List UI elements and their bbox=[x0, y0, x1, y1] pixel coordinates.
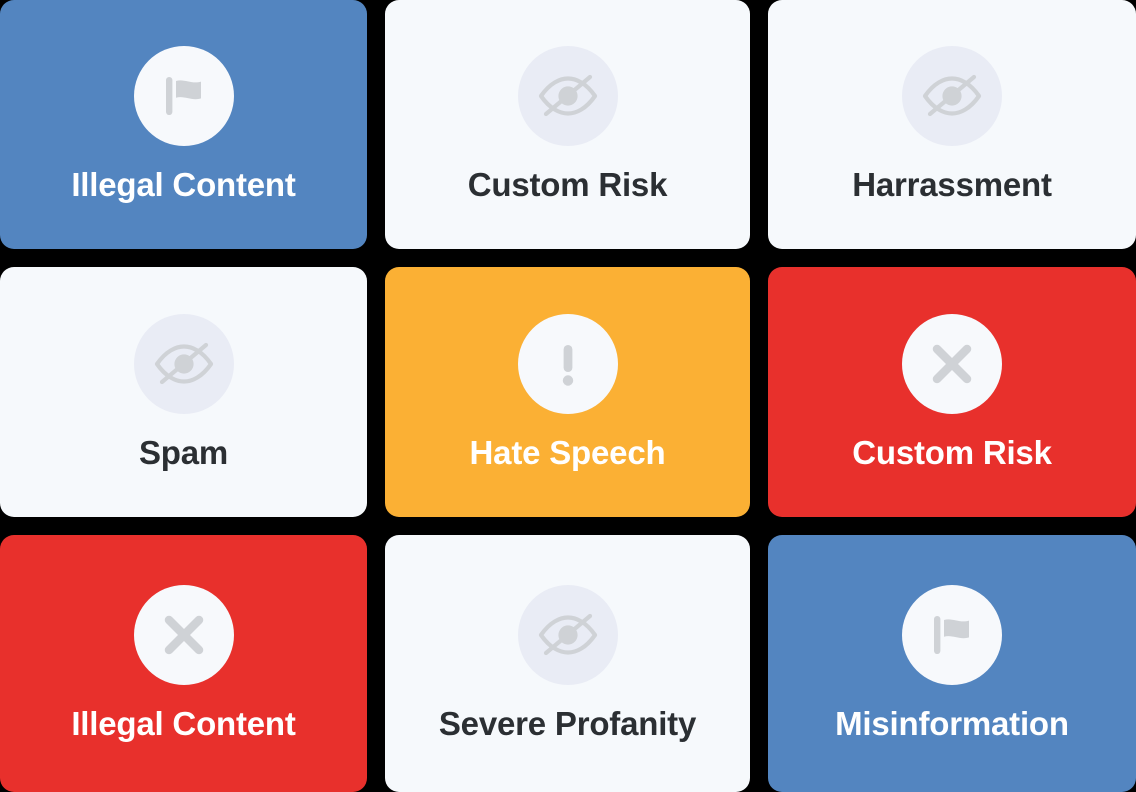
risk-card[interactable]: Hate Speech bbox=[385, 267, 750, 517]
risk-card-label: Spam bbox=[138, 433, 229, 471]
risk-card[interactable]: Spam bbox=[0, 267, 367, 517]
risk-card[interactable]: Custom Risk bbox=[768, 267, 1136, 517]
eye-off-icon bbox=[154, 342, 213, 384]
close-icon bbox=[164, 615, 203, 655]
risk-card-icon-circle bbox=[517, 46, 618, 147]
alert-icon bbox=[562, 344, 573, 386]
risk-card-label: Severe Profanity bbox=[438, 705, 697, 743]
risk-card-icon-circle bbox=[517, 585, 618, 686]
risk-card-icon-circle bbox=[133, 313, 234, 414]
risk-card-icon-circle bbox=[902, 46, 1002, 147]
risk-card[interactable]: Severe Profanity bbox=[385, 535, 750, 792]
risk-card[interactable]: Custom Risk bbox=[385, 0, 750, 249]
risk-card-label: Hate Speech bbox=[469, 433, 666, 471]
risk-card-icon-circle bbox=[133, 46, 234, 147]
risk-card-label: Illegal Content bbox=[71, 705, 296, 743]
flag-icon bbox=[934, 616, 969, 655]
risk-card-label: Harrassment bbox=[852, 166, 1052, 204]
risk-card-label: Illegal Content bbox=[71, 166, 296, 204]
eye-off-icon bbox=[538, 75, 597, 117]
risk-card[interactable]: Illegal Content bbox=[0, 535, 367, 792]
risk-card-label: Custom Risk bbox=[852, 433, 1052, 471]
risk-card-icon-circle bbox=[517, 313, 618, 414]
flag-icon bbox=[165, 77, 201, 116]
risk-card-label: Misinformation bbox=[835, 705, 1069, 743]
close-icon bbox=[932, 344, 972, 383]
risk-card[interactable]: Illegal Content bbox=[0, 0, 367, 249]
risk-card-icon-circle bbox=[902, 585, 1002, 686]
risk-card[interactable]: Harrassment bbox=[768, 0, 1136, 249]
risk-card-label: Custom Risk bbox=[467, 166, 668, 204]
eye-off-icon bbox=[538, 614, 597, 656]
risk-card-icon-circle bbox=[133, 585, 234, 686]
risk-card[interactable]: Misinformation bbox=[768, 535, 1136, 792]
eye-off-icon bbox=[922, 75, 982, 117]
risk-card-icon-circle bbox=[902, 313, 1002, 414]
